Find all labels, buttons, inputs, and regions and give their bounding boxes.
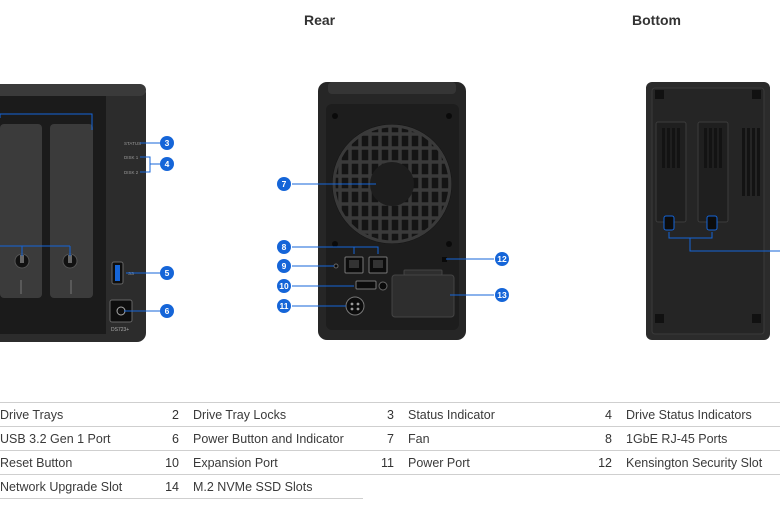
reset-button (333, 263, 339, 269)
bottom-view (646, 82, 780, 340)
expansion-port (355, 280, 377, 290)
kensington-slot (442, 257, 447, 262)
legend-label: USB 3.2 Gen 1 Port (0, 426, 140, 451)
rear-view-title: Rear (304, 12, 336, 28)
callout-10: 10 (277, 279, 291, 293)
callout-4: 4 (160, 157, 174, 171)
svg-text:7: 7 (282, 179, 287, 189)
legend-row: Network Upgrade Slot 14 M.2 NVMe SSD Slo… (0, 474, 780, 499)
legend-label: Network Upgrade Slot (0, 474, 140, 499)
legend-label: Reset Button (0, 450, 140, 475)
m2-slot-cover-2 (697, 121, 729, 223)
legend-label: Drive Status Indicators (626, 402, 780, 427)
callout-13: 13 (495, 288, 509, 302)
svg-text:12: 12 (497, 254, 507, 264)
callout-5: 5 (160, 266, 174, 280)
legend-label: Drive Tray Locks (193, 402, 363, 427)
svg-text:6: 6 (165, 306, 170, 316)
legend-number: 4 (583, 402, 626, 427)
callout-12: 12 (495, 252, 509, 266)
legend-label: Status Indicator (408, 402, 583, 427)
legend-label: Fan (408, 426, 583, 451)
legend-number: 12 (583, 450, 626, 475)
callout-9: 9 (277, 259, 291, 273)
svg-text:9: 9 (282, 261, 287, 271)
callout-7: 7 (277, 177, 291, 191)
callout-3: 3 (160, 136, 174, 150)
status-panel-label: STATUS (124, 141, 141, 146)
svg-text:4: 4 (165, 159, 170, 169)
legend-table: Drive Trays 2 Drive Tray Locks 3 Status … (0, 402, 780, 499)
svg-text:3: 3 (165, 138, 170, 148)
legend-label: Expansion Port (193, 450, 363, 475)
legend-number: 7 (363, 426, 408, 451)
callout-6: 6 (160, 304, 174, 318)
drive-tray-2 (50, 124, 93, 298)
legend-number: 10 (140, 450, 193, 475)
legend-row: Reset Button 10 Expansion Port 11 Power … (0, 450, 780, 475)
legend-number: 14 (140, 474, 193, 499)
legend-label: Power Port (408, 450, 583, 475)
drive-tray-1 (0, 124, 42, 298)
callout-11: 11 (277, 299, 291, 313)
bottom-view-title: Bottom (632, 12, 681, 28)
nas-diagram: STATUS DISK 1 DISK 2 SS DS723+ (0, 82, 780, 342)
svg-text:11: 11 (280, 301, 289, 311)
legend-number: 2 (140, 402, 193, 427)
svg-text:10: 10 (279, 281, 289, 291)
legend-row: Drive Trays 2 Drive Tray Locks 3 Status … (0, 402, 780, 427)
legend-label: M.2 NVMe SSD Slots (193, 474, 363, 499)
disk2-panel-label: DISK 2 (124, 170, 139, 175)
svg-text:8: 8 (282, 242, 287, 252)
callout-8: 8 (277, 240, 291, 254)
legend-number: 3 (363, 402, 408, 427)
legend-number: 6 (140, 426, 193, 451)
rear-view (292, 82, 494, 340)
network-upgrade-slot (391, 274, 455, 318)
legend-number: 11 (363, 450, 408, 475)
m2-slot-cover-1 (655, 121, 687, 223)
model-label: DS723+ (111, 327, 129, 333)
legend-label: Drive Trays (0, 402, 140, 427)
legend-row: USB 3.2 Gen 1 Port 6 Power Button and In… (0, 426, 780, 451)
legend-label: Kensington Security Slot (626, 450, 780, 475)
legend-label: 1GbE RJ-45 Ports (626, 426, 780, 451)
legend-label: Power Button and Indicator (193, 426, 363, 451)
disk1-panel-label: DISK 1 (124, 155, 139, 160)
svg-text:13: 13 (497, 290, 507, 300)
power-port (345, 296, 365, 316)
svg-text:5: 5 (165, 268, 170, 278)
front-view: STATUS DISK 1 DISK 2 SS DS723+ (0, 84, 160, 342)
legend-number: 8 (583, 426, 626, 451)
